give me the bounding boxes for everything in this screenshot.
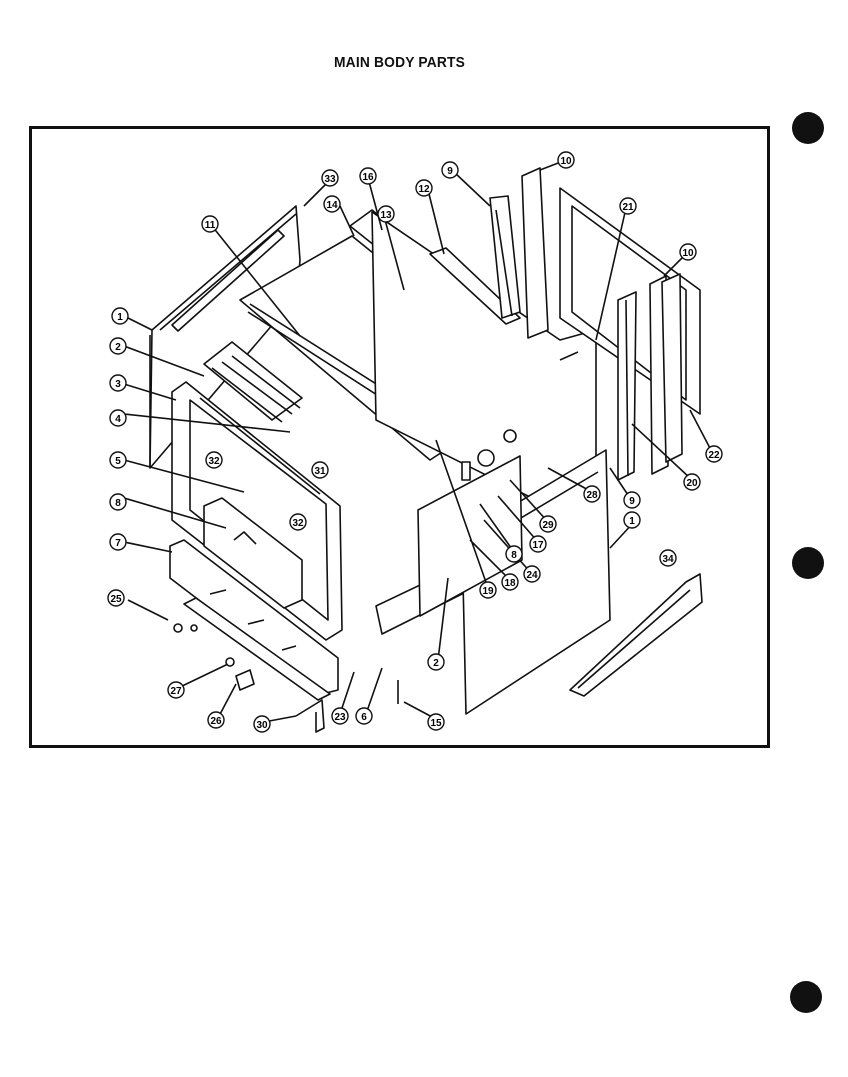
callout-34: 34: [659, 549, 677, 567]
callout-1-left: 1: [111, 307, 129, 325]
svg-text:32: 32: [208, 456, 220, 467]
svg-text:25: 25: [110, 594, 122, 605]
callout-26: 26: [207, 711, 225, 729]
callout-19: 19: [479, 581, 497, 599]
callout-16: 16: [359, 167, 377, 185]
callout-4: 4: [109, 409, 127, 427]
callout-11: 11: [201, 215, 219, 233]
callout-2-left: 2: [109, 337, 127, 355]
svg-text:2: 2: [115, 342, 121, 353]
svg-text:11: 11: [205, 220, 216, 231]
callout-3: 3: [109, 374, 127, 392]
callout-32-lower: 32: [289, 513, 307, 531]
svg-text:19: 19: [482, 586, 494, 597]
svg-text:15: 15: [430, 718, 442, 729]
callout-23: 23: [331, 707, 349, 725]
svg-text:27: 27: [170, 686, 182, 697]
callout-10-top: 10: [557, 151, 575, 169]
callout-22: 22: [705, 445, 723, 463]
svg-text:29: 29: [542, 520, 554, 531]
svg-text:32: 32: [292, 518, 304, 529]
callout-32-upper: 32: [205, 451, 223, 469]
svg-text:16: 16: [362, 172, 374, 183]
svg-text:12: 12: [418, 184, 430, 195]
svg-text:13: 13: [380, 210, 392, 221]
callout-markers: 1 2 3 4 5 8 7 25 27 26 30 23 6 15 2 11 3…: [107, 151, 723, 733]
callout-27: 27: [167, 681, 185, 699]
callout-13: 13: [377, 205, 395, 223]
page-title: MAIN BODY PARTS: [334, 54, 466, 71]
svg-text:3: 3: [115, 379, 121, 390]
diagram-frame: [29, 126, 770, 748]
svg-text:10: 10: [682, 248, 694, 259]
callout-20: 20: [683, 473, 701, 491]
callout-12: 12: [415, 179, 433, 197]
callout-7: 7: [109, 533, 127, 551]
svg-text:24: 24: [526, 570, 538, 581]
svg-text:14: 14: [326, 200, 338, 211]
callout-21: 21: [619, 197, 637, 215]
svg-text:31: 31: [314, 466, 326, 477]
callout-2-bottom: 2: [427, 653, 445, 671]
callout-15: 15: [427, 713, 445, 731]
svg-text:1: 1: [629, 516, 635, 527]
callout-9-top: 9: [441, 161, 459, 179]
svg-text:5: 5: [115, 456, 121, 467]
callout-18: 18: [501, 573, 519, 591]
svg-text:8: 8: [115, 498, 121, 509]
callout-10-right: 10: [679, 243, 697, 261]
callout-31: 31: [311, 461, 329, 479]
svg-text:22: 22: [708, 450, 720, 461]
svg-text:10: 10: [560, 156, 572, 167]
callout-33: 33: [321, 169, 339, 187]
callout-30: 30: [253, 715, 271, 733]
callout-17: 17: [529, 535, 547, 553]
svg-text:18: 18: [504, 578, 516, 589]
callout-1-right: 1: [623, 511, 641, 529]
svg-text:9: 9: [447, 166, 453, 177]
svg-text:20: 20: [686, 478, 698, 489]
svg-text:33: 33: [324, 174, 336, 185]
callout-8-left: 8: [109, 493, 127, 511]
svg-text:17: 17: [532, 540, 544, 551]
svg-text:8: 8: [511, 550, 517, 561]
svg-text:30: 30: [256, 720, 268, 731]
svg-text:6: 6: [361, 712, 367, 723]
callout-24: 24: [523, 565, 541, 583]
svg-text:2: 2: [433, 658, 439, 669]
svg-text:4: 4: [115, 414, 121, 425]
callout-25: 25: [107, 589, 125, 607]
callout-6-bottom: 6: [355, 707, 373, 725]
svg-text:7: 7: [115, 538, 121, 549]
callout-29: 29: [539, 515, 557, 533]
svg-text:1: 1: [117, 312, 123, 323]
callout-8-right: 8: [505, 545, 523, 563]
callout-5: 5: [109, 451, 127, 469]
svg-text:23: 23: [334, 712, 346, 723]
callout-14: 14: [323, 195, 341, 213]
svg-text:26: 26: [210, 716, 222, 727]
punch-hole-icon: [790, 112, 824, 1013]
svg-text:28: 28: [586, 490, 598, 501]
svg-text:21: 21: [622, 202, 634, 213]
svg-text:34: 34: [662, 554, 674, 565]
callout-9-right: 9: [623, 491, 641, 509]
svg-text:9: 9: [629, 496, 635, 507]
callout-28: 28: [583, 485, 601, 503]
